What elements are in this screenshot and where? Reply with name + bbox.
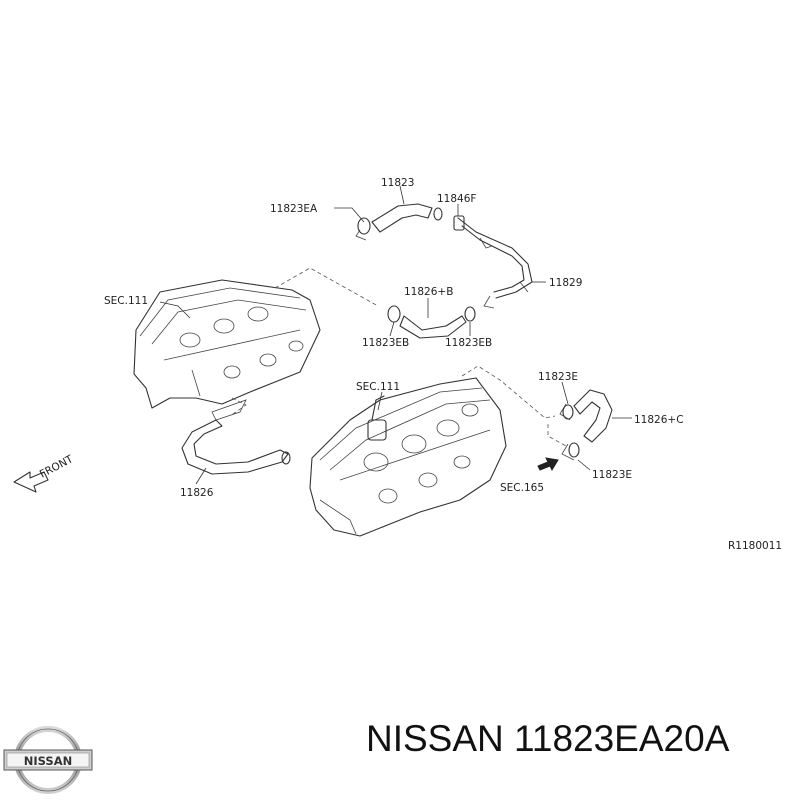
callout-11823eb-left: 11823EB (362, 337, 409, 349)
callout-11823ea: 11823EA (270, 203, 318, 215)
part-caption: NISSAN 11823EA20A (366, 718, 730, 759)
callout-sec111-lower: SEC.111 (356, 381, 400, 393)
callout-11826: 11826 (180, 487, 214, 499)
hose-11823 (355, 203, 443, 241)
cylinder-head-left (133, 279, 321, 421)
callout-11823e-lower: 11823E (592, 469, 632, 481)
callout-11826-b: 11826+B (404, 286, 453, 298)
tube-11829 (453, 215, 533, 309)
front-arrow-icon (13, 471, 49, 493)
logo-text: NISSAN (24, 754, 72, 768)
sec165-arrow-icon (537, 457, 559, 472)
callout-11829: 11829 (549, 277, 582, 289)
callout-front: FRONT (38, 453, 76, 481)
figure-code: R1180011 (728, 540, 782, 552)
callout-11826-c: 11826+C (634, 414, 684, 426)
callout-sec165: SEC.165 (500, 482, 544, 494)
callout-11823: 11823 (381, 177, 414, 189)
callout-sec111-upper: SEC.111 (104, 295, 148, 307)
nissan-logo-icon: NISSAN (3, 726, 93, 794)
hose-11826-b (387, 305, 476, 339)
hose-11826 (181, 419, 291, 475)
cylinder-head-right (309, 377, 507, 537)
hose-11826-c (559, 389, 613, 461)
callout-11846f: 11846F (437, 193, 476, 205)
callout-11823eb-right: 11823EB (445, 337, 492, 349)
callout-11823e-upper: 11823E (538, 371, 578, 383)
